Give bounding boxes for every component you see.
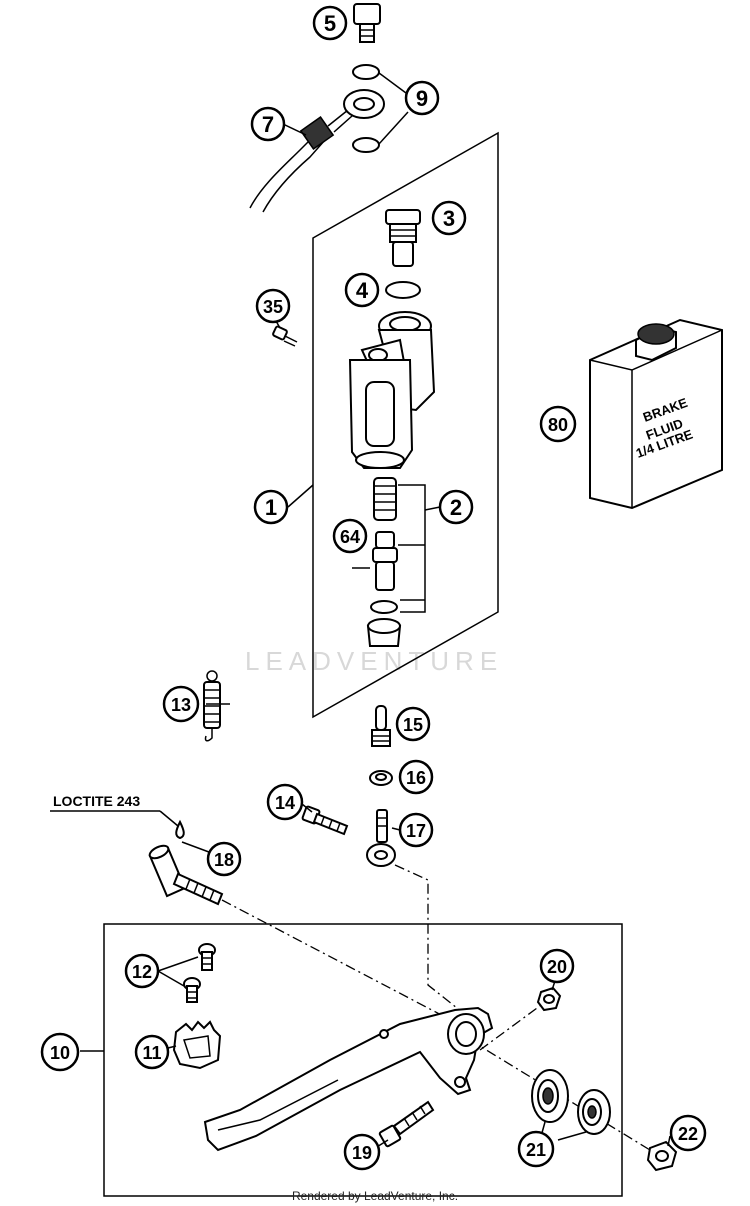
master-cylinder-body[interactable] [348, 311, 436, 469]
callout-10[interactable]: 10 [40, 1032, 80, 1072]
callout-7[interactable]: 7 [250, 106, 286, 142]
callout-64[interactable]: 64 [332, 518, 368, 554]
callout-17[interactable]: 17 [398, 812, 434, 848]
svg-text:4: 4 [356, 278, 369, 303]
sealing-washer-top[interactable] [352, 64, 380, 80]
watermark: LEADVENTURE [245, 646, 503, 676]
svg-text:20: 20 [547, 957, 567, 977]
callout-35[interactable]: 35 [255, 288, 291, 324]
screw-35[interactable] [272, 325, 298, 347]
svg-text:80: 80 [548, 415, 568, 435]
callout-11[interactable]: 11 [134, 1034, 170, 1070]
nut-20[interactable] [536, 986, 562, 1012]
loctite-drop-icon [175, 819, 185, 840]
callout-2[interactable]: 2 [438, 489, 474, 525]
piston[interactable] [372, 531, 398, 591]
callout-9[interactable]: 9 [404, 80, 440, 116]
svg-text:7: 7 [262, 112, 274, 137]
screw-12-upper[interactable] [198, 943, 216, 971]
bearing-21-left[interactable] [531, 1069, 569, 1123]
piston-kit[interactable] [366, 477, 402, 647]
footer-credit: Rendered by LeadVenture, Inc. [292, 1189, 458, 1203]
svg-text:2: 2 [450, 495, 462, 520]
svg-text:35: 35 [263, 297, 283, 317]
svg-text:3: 3 [443, 206, 455, 231]
step-plate[interactable] [172, 1020, 222, 1070]
spring-13[interactable] [203, 670, 221, 742]
callout-14[interactable]: 14 [266, 783, 304, 821]
callout-1[interactable]: 1 [253, 489, 289, 525]
bearing-21-right[interactable] [577, 1089, 611, 1135]
svg-text:22: 22 [678, 1124, 698, 1144]
loctite-label: LOCTITE 243 [53, 793, 140, 809]
svg-text:14: 14 [275, 793, 295, 813]
callout-18[interactable]: 18 [206, 841, 242, 877]
callout-20[interactable]: 20 [539, 948, 575, 984]
svg-text:18: 18 [214, 850, 234, 870]
nut-16[interactable] [369, 770, 393, 786]
svg-text:12: 12 [132, 962, 152, 982]
callout-13[interactable]: 13 [162, 685, 200, 723]
svg-text:17: 17 [406, 821, 426, 841]
callout-80[interactable]: 80 [539, 405, 577, 443]
svg-text:15: 15 [403, 715, 423, 735]
svg-text:21: 21 [526, 1140, 546, 1160]
piston-cup[interactable] [366, 618, 402, 647]
piston-seal[interactable] [370, 600, 398, 614]
svg-text:9: 9 [416, 86, 428, 111]
callout-19[interactable]: 19 [343, 1133, 381, 1171]
pushrod[interactable] [371, 705, 391, 747]
callout-15[interactable]: 15 [395, 706, 431, 742]
sealing-washer-bottom[interactable] [352, 137, 380, 153]
bolt-14[interactable] [301, 805, 349, 836]
brake-pedal[interactable] [203, 1006, 494, 1152]
callout-12[interactable]: 12 [124, 953, 160, 989]
screw-12-lower[interactable] [183, 977, 201, 1003]
svg-text:11: 11 [142, 1043, 161, 1063]
svg-text:19: 19 [352, 1143, 372, 1163]
brake-pedal-frame [103, 923, 623, 1197]
callout-4[interactable]: 4 [344, 272, 380, 308]
banjo-bolt[interactable] [353, 3, 381, 43]
brake-hose[interactable] [249, 89, 385, 213]
return-spring[interactable] [373, 477, 397, 521]
svg-text:5: 5 [324, 11, 336, 36]
callout-21[interactable]: 21 [517, 1130, 555, 1168]
nut-22[interactable] [646, 1140, 678, 1172]
clevis-17[interactable] [366, 809, 396, 867]
reservoir-fitting[interactable] [385, 209, 421, 267]
callout-3[interactable]: 3 [431, 200, 467, 236]
brake-fluid-bottle[interactable]: BRAKE FLUID 1/4 LITRE [589, 318, 723, 510]
svg-text:13: 13 [171, 695, 191, 715]
bolt-18[interactable] [148, 843, 224, 906]
svg-text:64: 64 [340, 527, 360, 547]
svg-text:1: 1 [265, 495, 277, 520]
svg-text:10: 10 [50, 1043, 70, 1063]
svg-text:16: 16 [406, 768, 426, 788]
o-ring[interactable] [385, 281, 421, 299]
callout-16[interactable]: 16 [398, 759, 434, 795]
callout-5[interactable]: 5 [312, 5, 348, 41]
master-cylinder-frame [312, 131, 499, 719]
callout-22[interactable]: 22 [669, 1114, 707, 1152]
